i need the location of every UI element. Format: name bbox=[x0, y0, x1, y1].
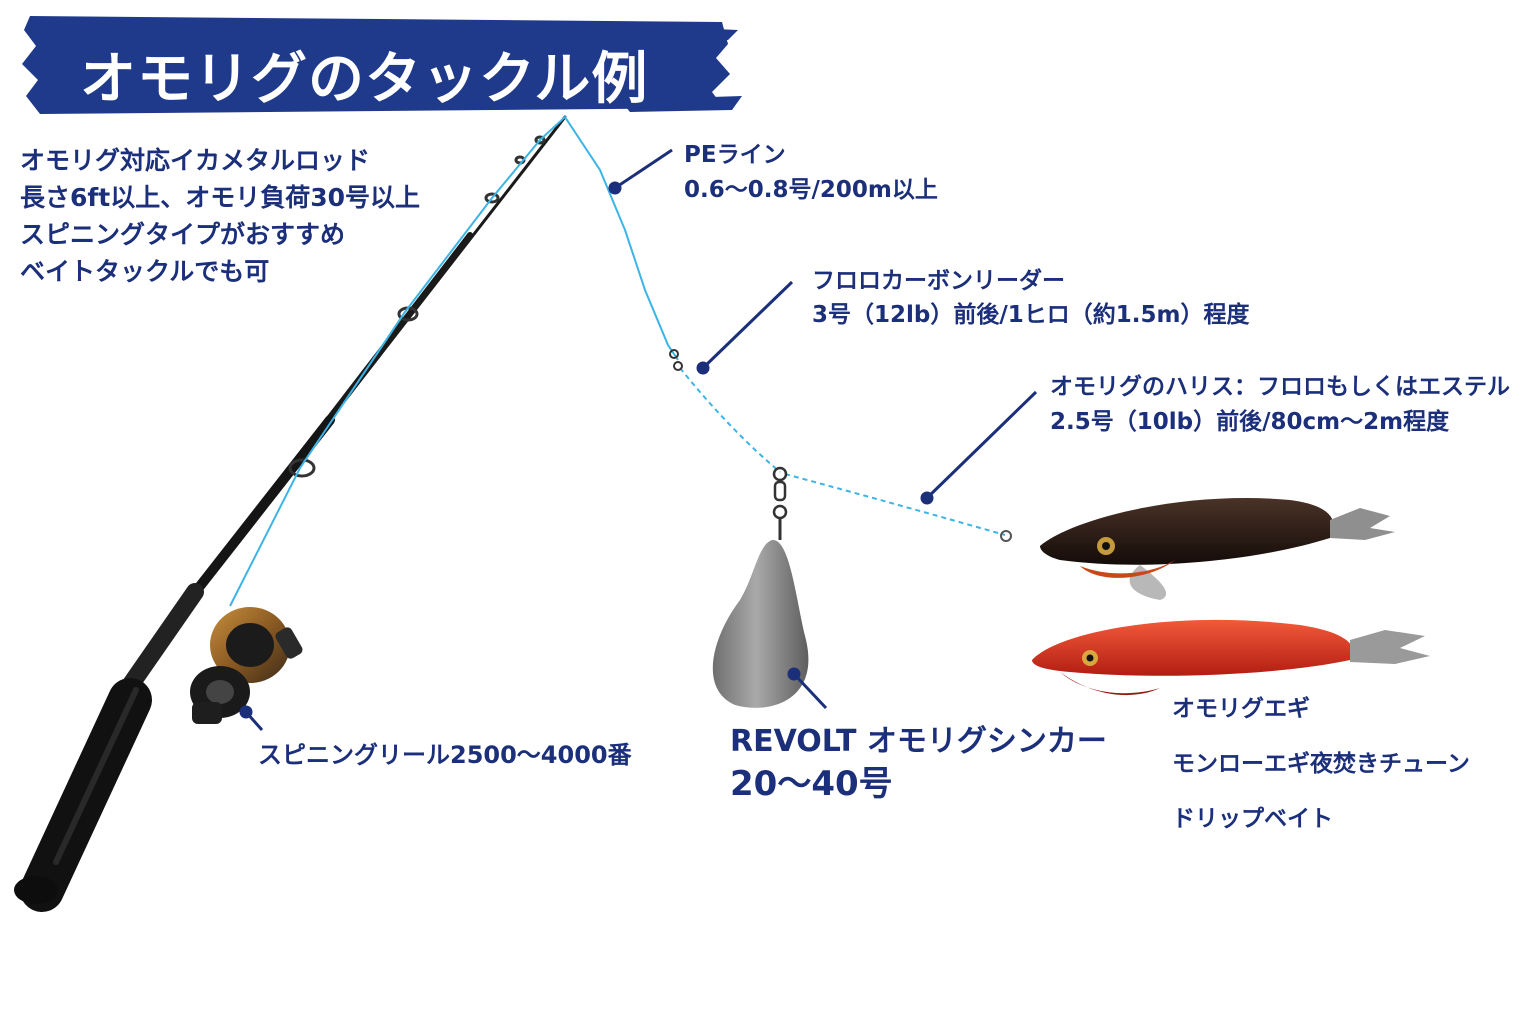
pe-line-label-line: 0.6〜0.8号/200m以上 bbox=[684, 177, 938, 203]
pe-line-label-line: PEライン bbox=[684, 142, 786, 168]
rod-label: オモリグ対応イカメタルロッド 長さ6ft以上、オモリ負荷30号以上 スピニングタ… bbox=[20, 142, 420, 290]
harisu-label-line: 2.5号（10lb）前後/80cm〜2m程度 bbox=[1050, 409, 1450, 435]
rod-label-line: 長さ6ft以上、オモリ負荷30号以上 bbox=[20, 183, 421, 212]
pe-line-label: PEライン 0.6〜0.8号/200m以上 bbox=[684, 138, 938, 208]
pe-line bbox=[229, 115, 679, 607]
reel-label: スピニングリール2500〜4000番 bbox=[258, 741, 632, 769]
rod-label-line: オモリグ対応イカメタルロッド bbox=[20, 146, 371, 175]
leader-label: フロロカーボンリーダー 3号（12lb）前後/1ヒロ（約1.5m）程度 bbox=[812, 264, 1249, 332]
annotation-pointers bbox=[239, 148, 1038, 731]
egi-label-line: ドリップベイト bbox=[1172, 806, 1333, 832]
sinker-size: 20〜40号 bbox=[730, 764, 893, 804]
leader-line bbox=[679, 367, 781, 473]
spinning-reel bbox=[190, 607, 303, 724]
red-egi bbox=[1032, 619, 1430, 696]
egi-label-line: オモリグエギ bbox=[1172, 696, 1310, 722]
sinker-name: REVOLT オモリグシンカー bbox=[730, 724, 1107, 759]
egi-label: オモリグエギ モンローエギ夜焚きチューン ドリップベイト bbox=[1172, 692, 1470, 857]
three-way-swivel bbox=[772, 466, 788, 520]
swivel-top bbox=[669, 349, 683, 371]
title-banner-shape bbox=[22, 16, 742, 114]
sinker-label: REVOLT オモリグシンカー 20〜40号 bbox=[730, 722, 1107, 806]
fishing-rod bbox=[14, 115, 567, 912]
black-egi bbox=[1000, 498, 1395, 600]
harisu-label: オモリグのハリス：フロロもしくはエステル 2.5号（10lb）前後/80cm〜2… bbox=[1050, 370, 1510, 440]
page-title: オモリグのタックル例 bbox=[80, 47, 649, 112]
harisu-label-line: オモリグのハリス：フロロもしくはエステル bbox=[1050, 374, 1510, 400]
leader-label-line: 3号（12lb）前後/1ヒロ（約1.5m）程度 bbox=[812, 302, 1250, 328]
leader-label-line: フロロカーボンリーダー bbox=[812, 268, 1065, 294]
rod-label-line: スピニングタイプがおすすめ bbox=[20, 220, 346, 249]
sinker-weight bbox=[712, 518, 809, 708]
egi-label-line: モンローエギ夜焚きチューン bbox=[1172, 751, 1470, 777]
harisu-line bbox=[784, 473, 1006, 536]
title-banner: オモリグのタックル例 bbox=[18, 10, 738, 118]
rod-label-line: ベイトタックルでも可 bbox=[20, 257, 270, 286]
